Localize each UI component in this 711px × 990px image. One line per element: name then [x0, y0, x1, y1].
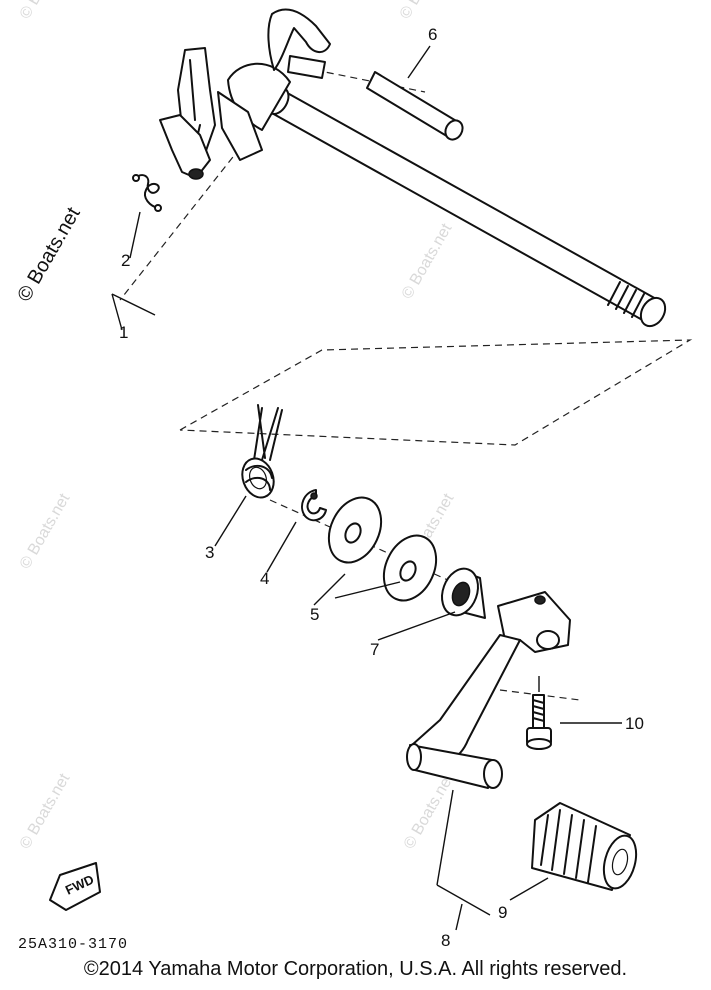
bolt: [526, 676, 552, 750]
callout-1: 1: [119, 323, 128, 342]
shift-shaft: [159, 8, 667, 328]
watermark-center-left: © Boats.net: [17, 490, 74, 572]
callout-2: 2: [121, 251, 130, 270]
callout-4: 4: [260, 569, 269, 588]
callout-3: 3: [205, 543, 214, 562]
copyright-notice: ©2014 Yamaha Motor Corporation, U.S.A. A…: [83, 958, 628, 980]
callout-6: 6: [428, 25, 437, 44]
foot-peg-rubber: [531, 802, 638, 891]
watermark-mid-right: © Boats.net: [399, 220, 456, 302]
shift-pedal: [406, 591, 571, 789]
oil-seal: [441, 567, 486, 619]
circlip: [301, 489, 327, 522]
callout-10: 10: [625, 714, 644, 733]
callout-5: 5: [310, 605, 319, 624]
torsion-spring: [241, 404, 283, 499]
callout-9: 9: [498, 903, 507, 922]
watermark-boats-net: © Boats.net: [13, 203, 85, 305]
watermark-top-left: © Boats.net: [17, 0, 74, 22]
callout-8: 8: [441, 931, 450, 950]
callout-numbers: 1 2 3 4 5 6 7 8 9 10: [119, 25, 644, 950]
diagram-code: 25A310-3170: [18, 936, 128, 953]
washers: [327, 496, 438, 602]
watermark-lower-left: © Boats.net: [17, 770, 74, 852]
callout-leaders: [111, 45, 622, 931]
fwd-arrow: FWD: [49, 862, 101, 911]
callout-7: 7: [370, 640, 379, 659]
spring-clip: [132, 174, 162, 212]
pin: [366, 71, 464, 141]
watermark-top-right: © Boats.net: [397, 0, 454, 22]
